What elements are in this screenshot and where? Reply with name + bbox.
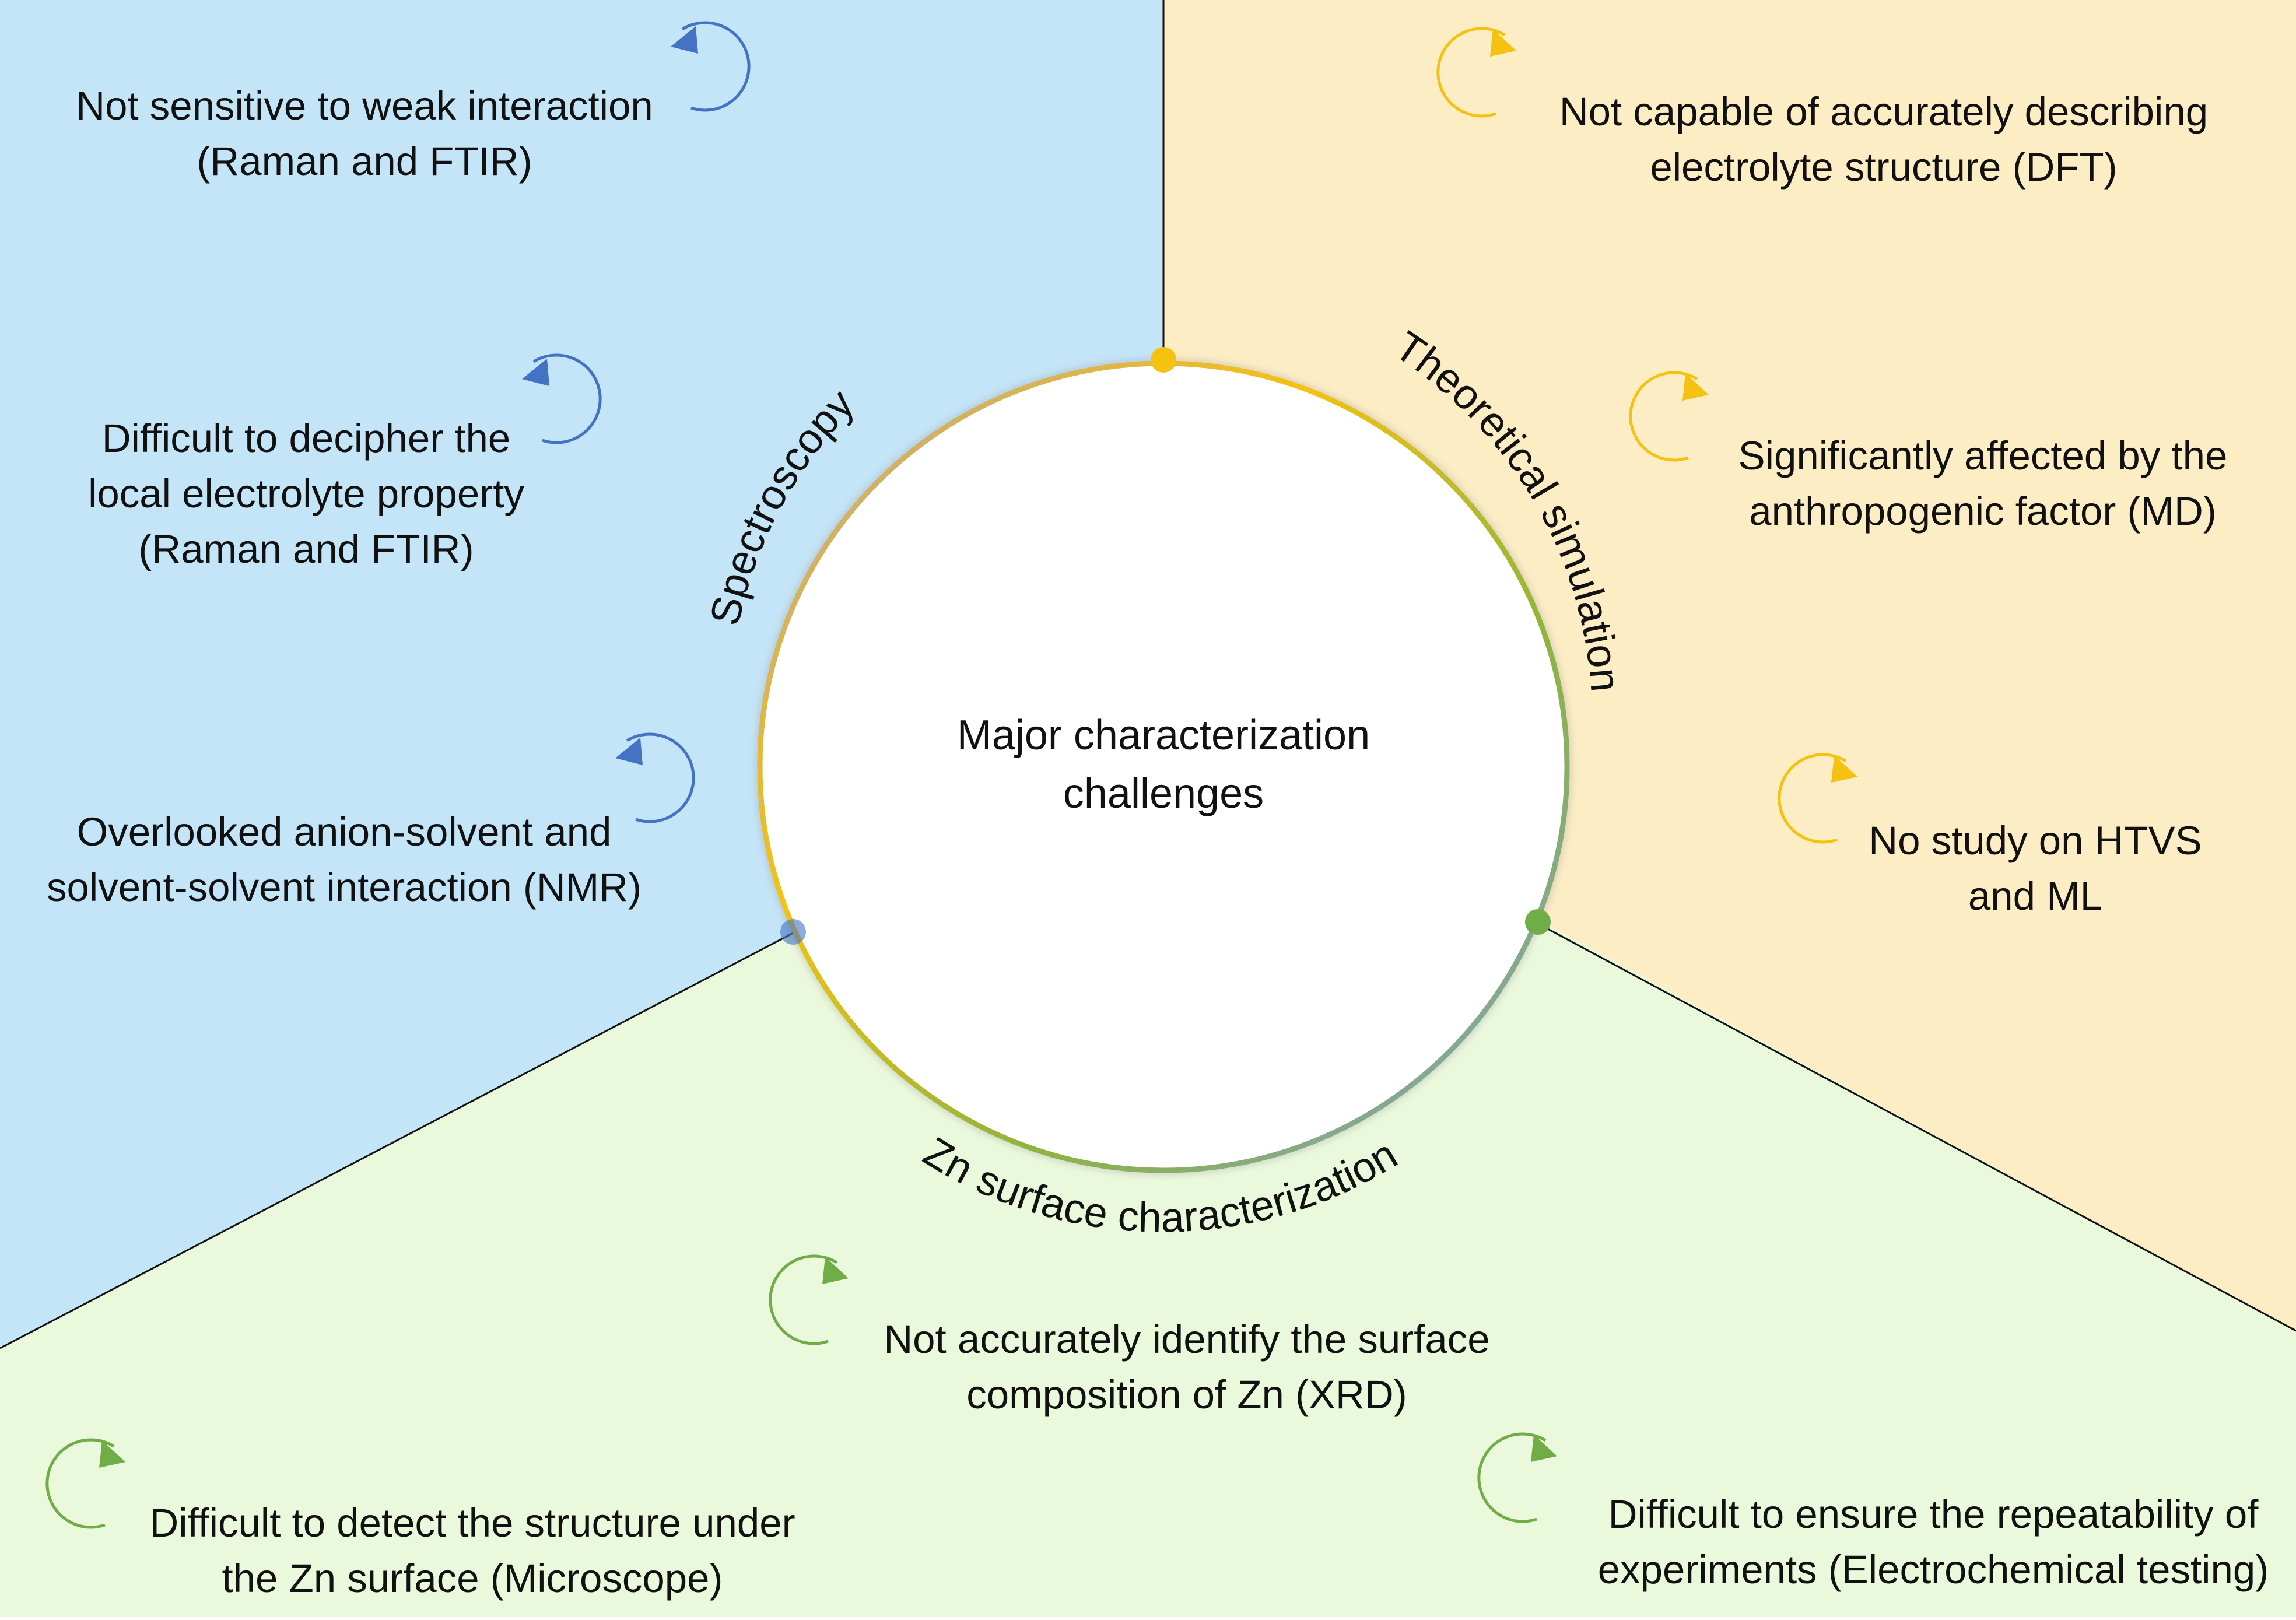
item-line: Not accurately identify the surface <box>884 1317 1489 1362</box>
item-line: Difficult to detect the structure under <box>149 1500 795 1545</box>
item-line: experiments (Electrochemical testing) <box>1598 1547 2269 1592</box>
item-line: anthropogenic factor (MD) <box>1749 489 2217 534</box>
rotate-arrow-icon <box>45 1438 125 1529</box>
theoretical-region <box>1163 0 2296 1331</box>
item-line: Difficult to ensure the repeatability of <box>1608 1492 2259 1537</box>
item-line: solvent-solvent interaction (NMR) <box>47 865 642 910</box>
theoretical-item-3: No study on HTVS and ML <box>1778 753 2202 918</box>
center-title-line1: Major characterization <box>957 712 1370 759</box>
divider-right <box>1533 920 2296 1332</box>
spectroscopy-item-2: Difficult to decipher the local electrol… <box>88 353 602 571</box>
item-line: (Raman and FTIR) <box>197 139 532 184</box>
theoretical-item-2: Significantly affected by the anthropoge… <box>1629 371 2228 534</box>
rotate-arrow-icon <box>1778 753 1857 844</box>
item-line: No study on HTVS <box>1869 818 2202 863</box>
rotate-arrow-icon <box>769 1254 849 1345</box>
node-dot-theoretical <box>1151 347 1176 373</box>
spectroscopy-item-3: Overlooked anion-solvent and solvent-sol… <box>47 732 695 910</box>
center-title-line2: challenges <box>1063 770 1264 817</box>
center-circle <box>757 360 1570 1173</box>
zn-surface-item-1: Not accurately identify the surface comp… <box>769 1254 1490 1417</box>
rotate-arrow-icon <box>1436 27 1516 118</box>
zn-surface-item-2: Difficult to detect the structure under … <box>45 1438 795 1601</box>
item-line: local electrolyte property <box>88 471 524 516</box>
node-dot-zn-surface <box>1525 909 1551 935</box>
item-line: the Zn surface (Microscope) <box>222 1556 723 1601</box>
spectroscopy-region <box>0 0 1163 1348</box>
rotate-arrow-icon <box>615 732 695 823</box>
item-line: Not capable of accurately describing <box>1559 89 2208 134</box>
rotate-arrow-icon <box>522 353 602 444</box>
node-dot-spectroscopy <box>780 919 806 945</box>
item-line: composition of Zn (XRD) <box>966 1372 1407 1417</box>
item-line: Not sensitive to weak interaction <box>76 83 653 128</box>
rotate-arrow-icon <box>1629 371 1709 462</box>
item-line: and ML <box>1968 874 2102 918</box>
item-line: electrolyte structure (DFT) <box>1650 145 2117 190</box>
item-line: Overlooked anion-solvent and <box>77 809 612 854</box>
zn-surface-item-3: Difficult to ensure the repeatability of… <box>1477 1432 2269 1592</box>
spectroscopy-item-1: Not sensitive to weak interaction (Raman… <box>76 21 751 184</box>
rotate-arrow-icon <box>671 21 751 112</box>
rotate-arrow-icon <box>1477 1432 1557 1523</box>
divider-left <box>0 932 794 1349</box>
item-line: (Raman and FTIR) <box>138 527 474 571</box>
item-line: Difficult to decipher the <box>102 416 511 461</box>
item-line: Significantly affected by the <box>1738 433 2228 478</box>
theoretical-item-1: Not capable of accurately describing ele… <box>1436 27 2208 190</box>
